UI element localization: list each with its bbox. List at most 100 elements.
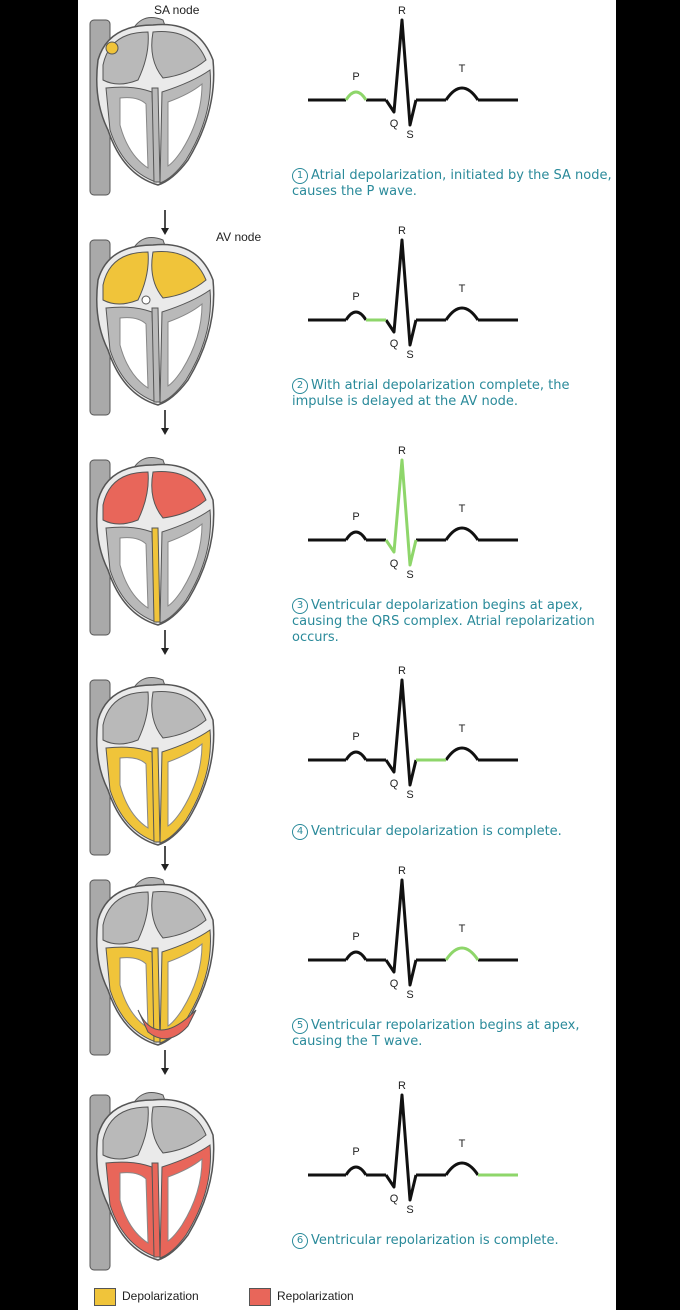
flow-arrow-icon [161, 410, 169, 435]
ecg-label-r: R [398, 665, 406, 677]
right-ventricle-chamber [119, 1172, 149, 1244]
heart-diagram [78, 660, 228, 860]
ecg-label-r: R [398, 1080, 406, 1092]
step-number: 1 [292, 168, 308, 184]
heart-diagram [78, 1075, 228, 1275]
legend-swatch [249, 1288, 271, 1306]
ecg-segment-p [344, 1165, 368, 1176]
ecg-label-s: S [406, 789, 413, 801]
ecg-label-q: Q [390, 338, 399, 350]
septum [151, 527, 161, 623]
left-ventricle-chamber [167, 1157, 203, 1242]
ecg-label-s: S [406, 349, 413, 361]
ecg-label-p: P [352, 731, 359, 743]
sa-node [105, 41, 119, 55]
legend-swatch [94, 1288, 116, 1306]
ecg-label-q: Q [390, 558, 399, 570]
left-atrium [151, 251, 207, 299]
ecg-label-r: R [398, 865, 406, 877]
right-atrium [102, 471, 149, 525]
ecg-label-t: T [459, 723, 466, 735]
flow-arrow-icon [161, 1050, 169, 1075]
right-ventricle-chamber [119, 537, 149, 609]
flow-arrow-icon [161, 846, 169, 871]
left-atrium [151, 891, 207, 939]
left-atrium [151, 31, 207, 79]
left-ventricle-chamber [167, 742, 203, 827]
ecg-label-t: T [459, 1138, 466, 1150]
ecg-label-q: Q [390, 118, 399, 130]
right-ventricle-chamber [119, 97, 149, 169]
ecg-label-q: Q [390, 778, 399, 790]
ecg-label-t: T [459, 923, 466, 935]
ecg-label-p: P [352, 1146, 359, 1158]
ecg-segment-t [444, 746, 480, 761]
caption-text: Ventricular depolarization begins at ape… [292, 598, 595, 645]
ecg-highlight-segment [384, 458, 418, 567]
ecg-label-r: R [398, 445, 406, 457]
ecg-highlight-segment [344, 90, 368, 101]
flow-arrow-icon [161, 210, 169, 235]
ecg-label-p: P [352, 291, 359, 303]
legend-item-repolarization: Repolarization [249, 1288, 354, 1306]
ecg-segment-p [344, 530, 368, 541]
ecg-label-p: P [352, 931, 359, 943]
ecg-highlight-segment [444, 946, 480, 961]
ecg-label-s: S [406, 129, 413, 141]
heart-diagram [78, 440, 228, 640]
ecg-segment-p [344, 950, 368, 961]
ecg-segment-qrs [384, 238, 418, 347]
ecg-label-t: T [459, 503, 466, 515]
ecg-segment-qrs [384, 678, 418, 787]
ecg-segment-t [444, 306, 480, 321]
heart-diagram [78, 0, 228, 200]
ecg-label-q: Q [390, 978, 399, 990]
ecg-trace: P R QS T [308, 665, 518, 801]
right-atrium [102, 891, 149, 945]
flow-arrow-icon [161, 630, 169, 655]
left-ventricle-chamber [167, 522, 203, 607]
ecg-trace: P R QS T [308, 5, 518, 141]
caption-text: Atrial depolarization, initiated by the … [292, 168, 612, 199]
septum [151, 87, 161, 183]
ecg-label-t: T [459, 63, 466, 75]
left-atrium [151, 1106, 207, 1154]
ecg-segment-p [344, 750, 368, 761]
step-number: 4 [292, 824, 308, 840]
ecg-trace: P R QS T [308, 865, 518, 1001]
caption-text: With atrial depolarization complete, the… [292, 378, 570, 409]
step-number: 3 [292, 598, 308, 614]
legend-label: Repolarization [277, 1289, 354, 1304]
caption-text: Ventricular depolarization is complete. [311, 824, 562, 839]
right-ventricle-chamber [119, 317, 149, 389]
ecg-label-s: S [406, 1204, 413, 1216]
ecg-label-p: P [352, 71, 359, 83]
caption-text: Ventricular repolarization begins at ape… [292, 1018, 580, 1049]
septum [151, 1162, 161, 1258]
left-ventricle-chamber [167, 942, 203, 1027]
heart-diagram [78, 860, 228, 1060]
ecg-segment-t [444, 526, 480, 541]
ecg-label-r: R [398, 5, 406, 17]
step-number: 2 [292, 378, 308, 394]
ecg-segment-qrs [384, 18, 418, 127]
caption-text: Ventricular repolarization is complete. [311, 1233, 559, 1248]
ecg-label-s: S [406, 569, 413, 581]
ecg-label-s: S [406, 989, 413, 1001]
ecg-segment-t [444, 86, 480, 101]
septum [151, 747, 161, 843]
left-ventricle-chamber [167, 302, 203, 387]
